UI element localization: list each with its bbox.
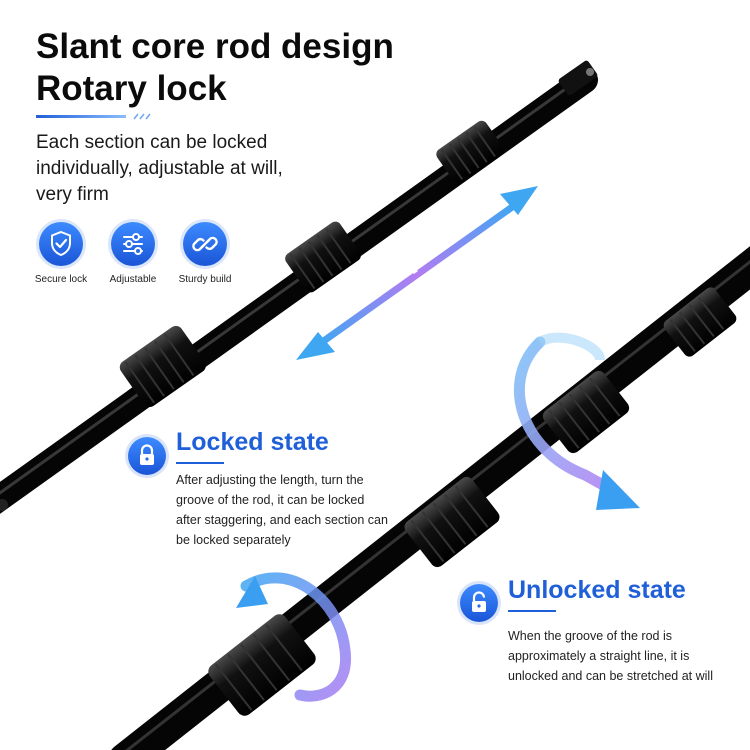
unlocked-state-description: When the groove of the rod is approximat… [508, 629, 713, 683]
sliders-icon [111, 222, 155, 266]
extend-double-arrow [296, 186, 538, 360]
feature-secure-lock: Secure lock [26, 222, 96, 285]
shield-check-icon [39, 222, 83, 266]
headline: Slant core rod design Rotary lock [36, 26, 394, 110]
padlock-closed-icon [128, 437, 166, 475]
feature-sturdy-build: Sturdy build [170, 222, 240, 285]
unlocked-state-title: Unlocked state [508, 576, 686, 604]
unlocked-state-underline [508, 610, 556, 612]
upper-rod [0, 60, 598, 514]
feature-label: Sturdy build [178, 274, 232, 285]
chain-link-icon [183, 222, 227, 266]
feature-label: Secure lock [34, 274, 88, 285]
padlock-open-icon [460, 584, 498, 622]
locked-state-description: After adjusting the length, turn the gro… [176, 473, 388, 547]
lower-rod [111, 246, 750, 750]
locked-state-title: Locked state [176, 428, 329, 456]
headline-line-1: Slant core rod design [36, 27, 394, 66]
feature-label: Adjustable [109, 274, 157, 285]
decorative-underline [36, 113, 151, 120]
rod-end-clip [0, 499, 8, 511]
locked-state-underline [176, 462, 224, 464]
headline-line-2: Rotary lock [36, 69, 227, 108]
rotation-arrow-lower [236, 572, 351, 702]
feature-adjustable: Adjustable [98, 222, 168, 285]
rotation-arrow-upper [513, 332, 640, 510]
description: Each section can be locked individually,… [36, 132, 283, 205]
